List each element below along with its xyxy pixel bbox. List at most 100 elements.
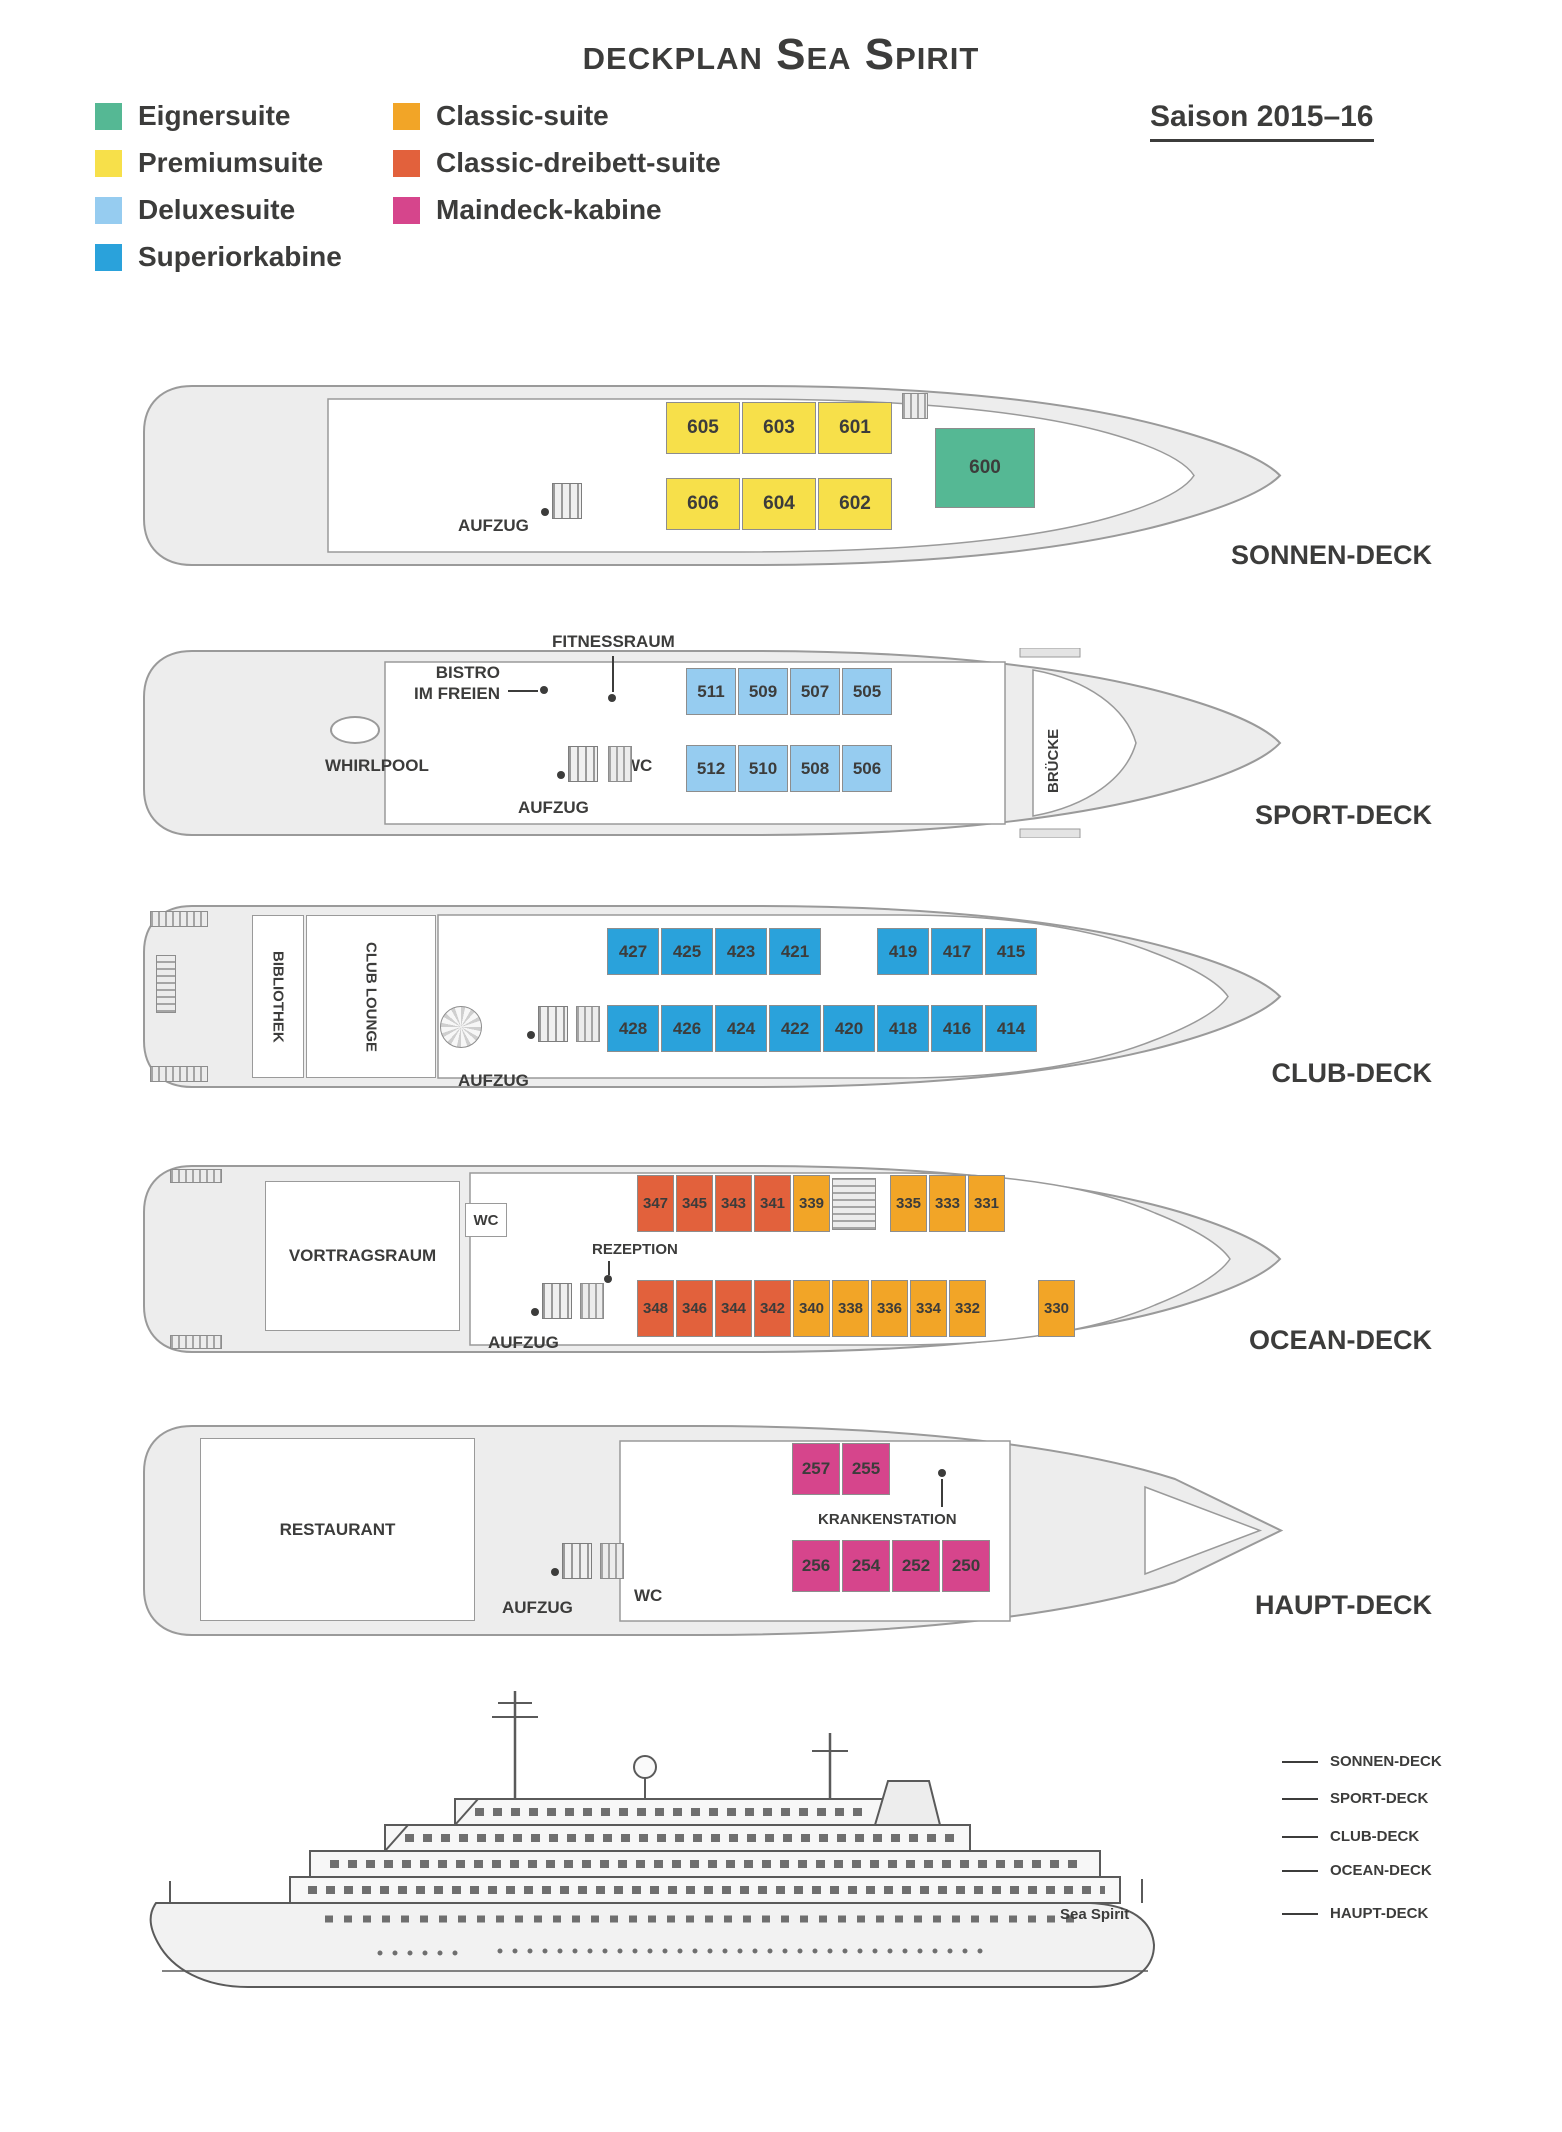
legend-swatch-eigner <box>95 102 122 130</box>
profile-deck-label-text: CLUB-DECK <box>1330 1828 1420 1845</box>
bibliothek-room: BIBLIOTHEK <box>252 915 304 1078</box>
profile-deck-label-sonnen: SONNEN-DECK <box>1282 1753 1442 1770</box>
cabin-422: 422 <box>769 1005 821 1052</box>
stairs-icon <box>600 1543 624 1579</box>
legend-swatch-classic <box>393 102 420 130</box>
legend-label: Maindeck-kabine <box>436 194 662 225</box>
whirlpool-icon <box>330 716 380 744</box>
restaurant-label: RESTAURANT <box>279 1519 396 1539</box>
cabin-416: 416 <box>931 1005 983 1052</box>
cabin-row-sonnen-top: 605 603 601 <box>666 402 892 454</box>
legend-item-classic-suite: Classic-suite <box>393 100 721 132</box>
leader-line <box>941 1479 943 1507</box>
cabin-509: 509 <box>738 668 788 715</box>
cabin-508: 508 <box>790 745 840 792</box>
profile-deck-label-sport: SPORT-DECK <box>1282 1790 1428 1807</box>
cabin-600: 600 <box>935 428 1035 508</box>
cabin-335: 335 <box>890 1175 927 1232</box>
legend-item-premiumsuite: Premiumsuite <box>95 147 342 179</box>
ship-name: Sea Spirit <box>1060 1906 1130 1923</box>
cabin-347: 347 <box>637 1175 674 1232</box>
deck-label-ocean: OCEAN-DECK <box>1248 1325 1432 1355</box>
cabin-344: 344 <box>715 1280 752 1337</box>
profile-deck-label-ocean: OCEAN-DECK <box>1282 1862 1432 1879</box>
cabin-341: 341 <box>754 1175 791 1232</box>
cabin-424: 424 <box>715 1005 767 1052</box>
stern-hatch <box>170 1335 222 1349</box>
cabin-330: 330 <box>1038 1280 1075 1337</box>
aufzug-label: AUFZUG <box>458 1071 529 1090</box>
deck-label-club: CLUB-DECK <box>1271 1058 1432 1088</box>
bistro-line2: IM FREIEN <box>414 684 500 703</box>
cabin-256: 256 <box>792 1540 840 1592</box>
legend-label: Eignersuite <box>138 100 291 131</box>
stairs-icon <box>576 1006 600 1042</box>
stairs-icon <box>608 746 632 782</box>
deck-sonnen: 605 603 601 606 604 602 600 AUFZUG <box>140 383 1285 568</box>
cabin-336: 336 <box>871 1280 908 1337</box>
profile-deck-line <box>1282 1835 1318 1838</box>
profile-deck-line <box>1282 1869 1318 1872</box>
cabin-511: 511 <box>686 668 736 715</box>
cabin-row-sport-bottom: 512 510 508 506 <box>686 745 892 792</box>
stairs-icon <box>902 393 928 419</box>
cabin-333: 333 <box>929 1175 966 1232</box>
deck-sport: FITNESSRAUM BISTRO IM FREIEN 511 509 507… <box>140 632 1285 838</box>
cabin-510: 510 <box>738 745 788 792</box>
legend-swatch-superior <box>95 243 122 271</box>
cabin-255: 255 <box>842 1443 890 1495</box>
legend-label: Premiumsuite <box>138 147 324 178</box>
bibliothek-label: BIBLIOTHEK <box>269 950 287 1043</box>
cabin-row-club-top: 427 425 423 421 419 417 415 <box>607 928 1037 975</box>
leader-line <box>508 690 538 692</box>
legend-column-2: Classic-suite Classic-dreibett-suite Mai… <box>393 100 721 226</box>
leader-dot <box>540 686 548 694</box>
cabin-421: 421 <box>769 928 821 975</box>
cabin-506: 506 <box>842 745 892 792</box>
page-title: deckplan Sea Spirit <box>582 30 980 79</box>
cabin-345: 345 <box>676 1175 713 1232</box>
wc-label: WC <box>634 1586 663 1605</box>
season-label: Saison 2015–16 <box>1150 100 1374 142</box>
cabin-602: 602 <box>818 478 892 530</box>
cabin-426: 426 <box>661 1005 713 1052</box>
stern-hatch <box>170 1169 222 1183</box>
whirlpool-label: WHIRLPOOL <box>325 756 429 775</box>
cabin-row-sonnen-bottom: 606 604 602 <box>666 478 892 530</box>
cabin-606: 606 <box>666 478 740 530</box>
stern-ladder-icon <box>156 955 176 1013</box>
cabin-340: 340 <box>793 1280 830 1337</box>
profile-deck-line <box>1282 1797 1318 1800</box>
legend-swatch-classic3 <box>393 149 420 177</box>
cabin-254: 254 <box>842 1540 890 1592</box>
legend-column-1: Eignersuite Premiumsuite Deluxesuite Sup… <box>95 100 342 273</box>
bistro-label: BISTRO IM FREIEN <box>380 662 500 704</box>
legend-label: Superiorkabine <box>138 241 342 272</box>
profile-deck-line <box>1282 1760 1318 1763</box>
elevator-shaft-icon <box>832 1178 876 1230</box>
legend-label: Classic-suite <box>436 100 609 131</box>
deck-label-sport: SPORT-DECK <box>1254 800 1432 830</box>
cabin-338: 338 <box>832 1280 869 1337</box>
leader-dot <box>938 1469 946 1477</box>
legend-item-superiorkabine: Superiorkabine <box>95 241 342 273</box>
cabin-605: 605 <box>666 402 740 454</box>
profile-deck-label-club: CLUB-DECK <box>1282 1828 1419 1845</box>
profile-deck-label-text: SPORT-DECK <box>1330 1790 1429 1807</box>
restaurant-room: RESTAURANT <box>200 1438 475 1621</box>
cabin-252: 252 <box>892 1540 940 1592</box>
legend-label: Classic-dreibett-suite <box>436 147 721 178</box>
cabin-331: 331 <box>968 1175 1005 1232</box>
cabin-417: 417 <box>931 928 983 975</box>
legend-swatch-premium <box>95 149 122 177</box>
cabin-row-ocean-bottom: 348 346 344 342 340 338 336 334 332 330 <box>637 1280 1075 1337</box>
vortragsraum-room: VORTRAGSRAUM <box>265 1181 460 1331</box>
leader-dot <box>608 694 616 702</box>
cabin-507: 507 <box>790 668 840 715</box>
aufzug-label: AUFZUG <box>518 798 589 817</box>
cabin-row-haupt-bottom: 256 254 252 250 <box>792 1540 990 1592</box>
cabin-418: 418 <box>877 1005 929 1052</box>
rezeption-label: REZEPTION <box>592 1241 678 1258</box>
cabin-415: 415 <box>985 928 1037 975</box>
